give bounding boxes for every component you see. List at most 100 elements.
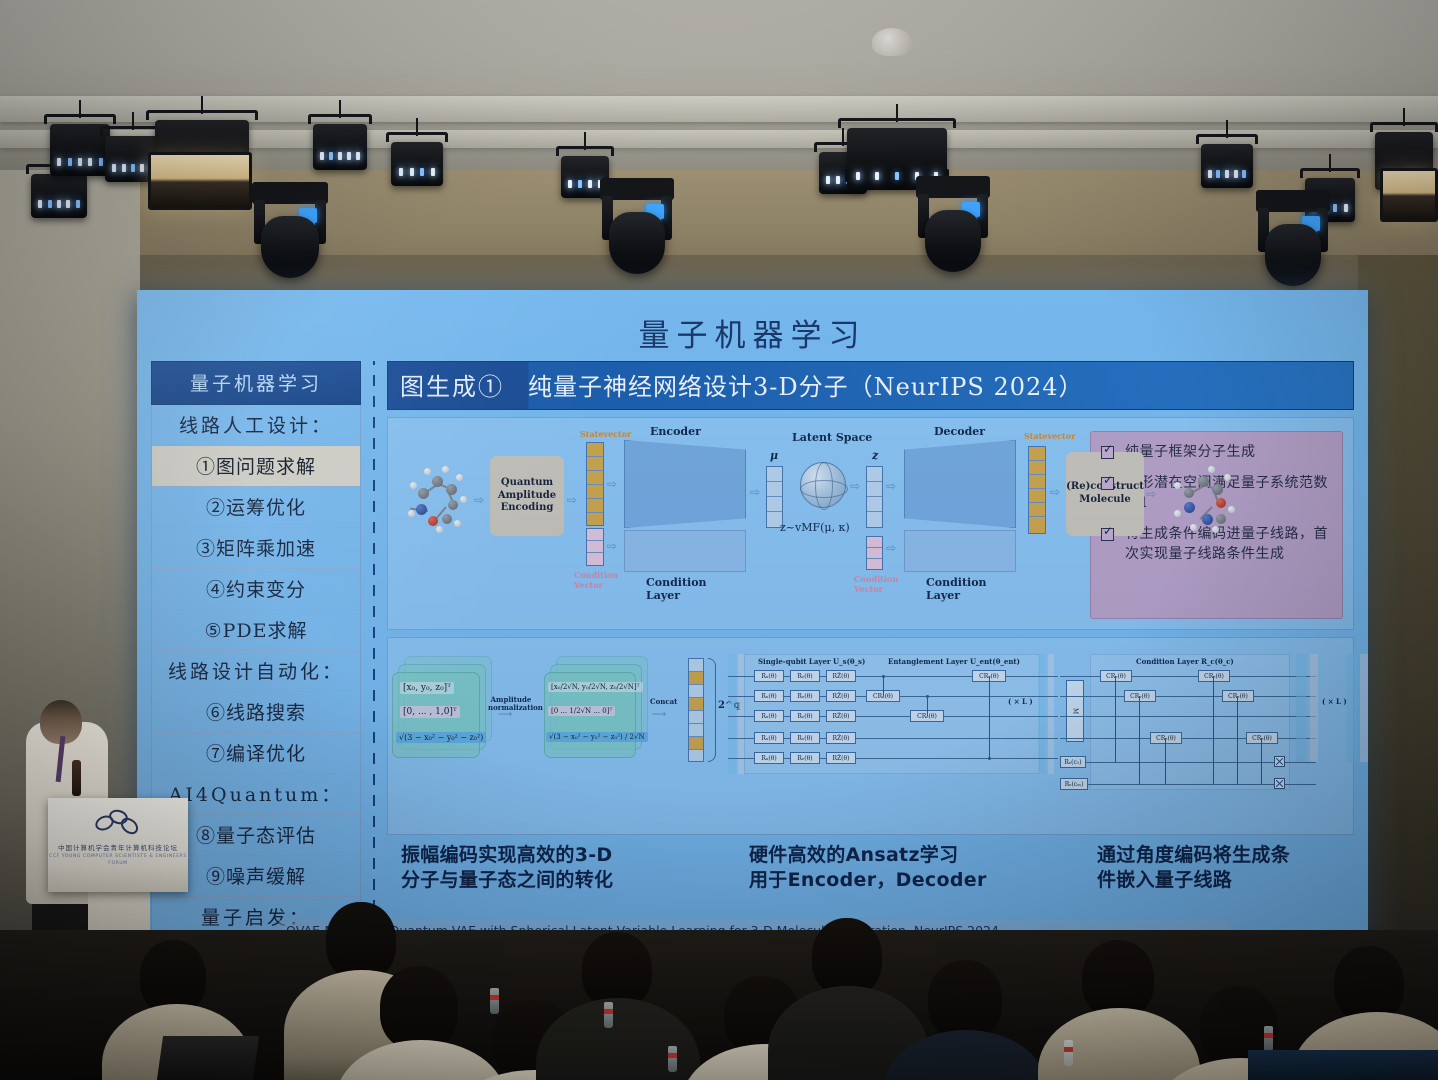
control-dot — [926, 695, 929, 698]
rx-gate: Rₓ(θ) — [754, 670, 784, 682]
checkbox-checked-icon — [1101, 443, 1114, 459]
qubit-wire — [728, 738, 1058, 739]
sidebar-item-state-evaluation[interactable]: ⑧量子态评估 — [152, 815, 360, 856]
control-dot — [882, 675, 885, 678]
water-bottle — [668, 1046, 677, 1072]
qubit-wire — [1060, 762, 1316, 763]
sidebar-item-constrained-variational[interactable]: ④约束变分 — [152, 569, 360, 610]
sidebar-item-compilation-optimization[interactable]: ⑦编译优化 — [152, 733, 360, 774]
arrow-icon: ⇨ — [567, 493, 578, 507]
decoder-condition-layer-block — [904, 530, 1016, 572]
water-bottle — [1264, 1026, 1273, 1052]
organization-logo-icon — [92, 807, 142, 838]
cry-gate: CRₑ(θ) — [1246, 732, 1278, 744]
input-molecule-icon — [402, 460, 472, 534]
water-bottle — [604, 1002, 613, 1028]
sidebar-group-manual-design: 线路人工设计： — [152, 405, 360, 446]
fresnel-light-warm — [148, 152, 252, 210]
norm-term-formula: √(3 − x₀² − y₀² − z₀²) — [396, 732, 487, 743]
wall-right-panel — [1358, 255, 1438, 1015]
qubit-wire — [1060, 696, 1316, 697]
ry-gate: Rₑ(θ) — [790, 670, 820, 682]
projection-screen: 量子机器学习 量子机器学习 线路人工设计： ①图问题求解 ②运筹优化 ③矩阵乘加… — [137, 290, 1368, 948]
laptop-screen — [156, 1036, 260, 1080]
fresnel-light-warm — [1380, 168, 1438, 222]
decoder-condition-vector-bar — [866, 536, 883, 570]
arrow-icon: ⇨ — [886, 479, 897, 493]
checklist-item: 纯量子框架分子生成 — [1101, 443, 1333, 463]
register-band — [1310, 654, 1318, 762]
ry-gate: Rₑ(θ) — [790, 690, 820, 702]
sidebar-group-ai4quantum: AI4Quantum： — [152, 774, 360, 815]
ry-gate: Rₑ(θ) — [790, 732, 820, 744]
sidebar-item-operations-optimization[interactable]: ②运筹优化 — [152, 487, 360, 528]
normalized-onehot-formula: [0 ... 1/2√N ... 0]ᵀ — [548, 706, 616, 716]
qubit-wire — [1060, 738, 1316, 739]
sidebar-item-graph-problem[interactable]: ①图问题求解 — [152, 446, 360, 487]
vertical-divider — [365, 361, 383, 914]
measure-icon — [1274, 778, 1285, 789]
sidebar-item-pde-solving[interactable]: ⑤PDE求解 — [152, 610, 360, 651]
slide: 量子机器学习 量子机器学习 线路人工设计： ①图问题求解 ②运筹优化 ③矩阵乘加… — [137, 290, 1368, 948]
qubit-wire — [1060, 784, 1316, 785]
rz-gate: RẐ(θ) — [826, 752, 856, 764]
mu-vector-bar — [766, 466, 783, 528]
condition-layer-label: Condition Layer R_c(θ_c) — [1136, 657, 1234, 666]
water-bottle — [1064, 1040, 1073, 1066]
control-line — [989, 676, 990, 758]
ry-gate: Rₑ(θ) — [790, 710, 820, 722]
vmf-formula-label: z~vMF(μ, κ) — [780, 521, 850, 534]
caption-condition-encoding: 通过角度编码将生成条 件嵌入量子线路 — [1097, 844, 1291, 892]
qubit-wire — [1060, 716, 1316, 717]
podium-org-line2: CCF YOUNG COMPUTER SCIENTISTS & ENGINEER… — [49, 853, 187, 866]
ry-gate: Rₑ(θ) — [790, 752, 820, 764]
latent-sphere-icon — [800, 462, 848, 510]
caption-ansatz: 硬件高效的Ansatz学习 用于Encoder，Decoder — [749, 844, 987, 892]
z-label: z — [872, 449, 879, 462]
control-line — [1237, 696, 1238, 784]
ry-condition-input-gate: Rₑ(cₘ) — [1060, 778, 1088, 790]
control-line — [883, 676, 884, 696]
caption-row: 振幅编码实现高效的3-D 分子与量子态之间的转化 硬件高效的Ansatz学习 用… — [387, 835, 1354, 894]
microphone — [72, 760, 81, 796]
slide-main: 图生成① 纯量子神经网络设计3-D分子（NeurIPS 2024） — [387, 361, 1368, 914]
arrow-icon: ⟶ — [652, 709, 667, 720]
onehot-vector-formula: [0, ... , 1,0]ᵀ — [400, 706, 460, 718]
z-vector-bar — [866, 466, 883, 528]
concat-label: Concat — [650, 697, 678, 706]
condition-vector-bar — [586, 528, 604, 566]
control-dot — [988, 757, 991, 760]
quantum-amplitude-encoding-box: Quantum Amplitude Encoding — [490, 456, 564, 536]
moving-head-light — [600, 178, 674, 278]
encoder-block — [624, 440, 746, 528]
checklist-text: 将生成条件编码进量子线路，首次实现量子线路条件生成 — [1125, 525, 1328, 562]
podium-org-text: 中国计算机学会青年计算机科技论坛 CCF YOUNG COMPUTER SCIE… — [48, 844, 188, 867]
sidebar-item-circuit-search[interactable]: ⑥线路搜索 — [152, 692, 360, 733]
decoder-block — [904, 440, 1016, 528]
arrow-icon: ⇨ — [474, 493, 485, 507]
control-line — [1165, 738, 1166, 784]
rz-gate: RẐ(θ) — [826, 710, 856, 722]
concatenated-statevector-bar — [688, 658, 704, 762]
sidebar-item-noise-mitigation[interactable]: ⑨噪声缓解 — [152, 856, 360, 897]
normalized-coord-formula: [x₀/2√N, y₀/2√N, z₀/2√N]ᵀ — [548, 682, 643, 692]
coord-vector-formula: [x₀, y₀, z₀]ᵀ — [400, 682, 454, 694]
control-line — [1213, 676, 1214, 784]
qubit-wire — [1060, 676, 1316, 677]
rx-gate: Rₓ(θ) — [754, 732, 784, 744]
sidebar-item-matrix-multiply[interactable]: ③矩阵乘加速 — [152, 528, 360, 569]
statevector-label: Statevector — [1024, 431, 1076, 441]
section-tag: 图生成① — [400, 373, 504, 401]
register-band — [1296, 654, 1306, 762]
arrow-icon: ⟶ — [498, 709, 513, 720]
sidebar-list: 线路人工设计： ①图问题求解 ②运筹优化 ③矩阵乘加速 ④约束变分 ⑤PDE求解… — [151, 405, 361, 948]
statevector-bar — [586, 442, 604, 526]
slide-sidebar: 量子机器学习 线路人工设计： ①图问题求解 ②运筹优化 ③矩阵乘加速 ④约束变分… — [151, 361, 361, 948]
rx-gate: Rₓ(θ) — [754, 710, 784, 722]
entanglement-layer-label: Entanglement Layer U_ent(θ_ent) — [888, 657, 1020, 666]
normalized-norm-formula: √(3 − x₀² − y₀² − z₀²) / 2√N — [546, 732, 648, 742]
caption-amplitude-encoding: 振幅编码实现高效的3-D 分子与量子态之间的转化 — [401, 844, 614, 892]
podium: 中国计算机学会青年计算机科技论坛 CCF YOUNG COMPUTER SCIE… — [48, 798, 188, 892]
